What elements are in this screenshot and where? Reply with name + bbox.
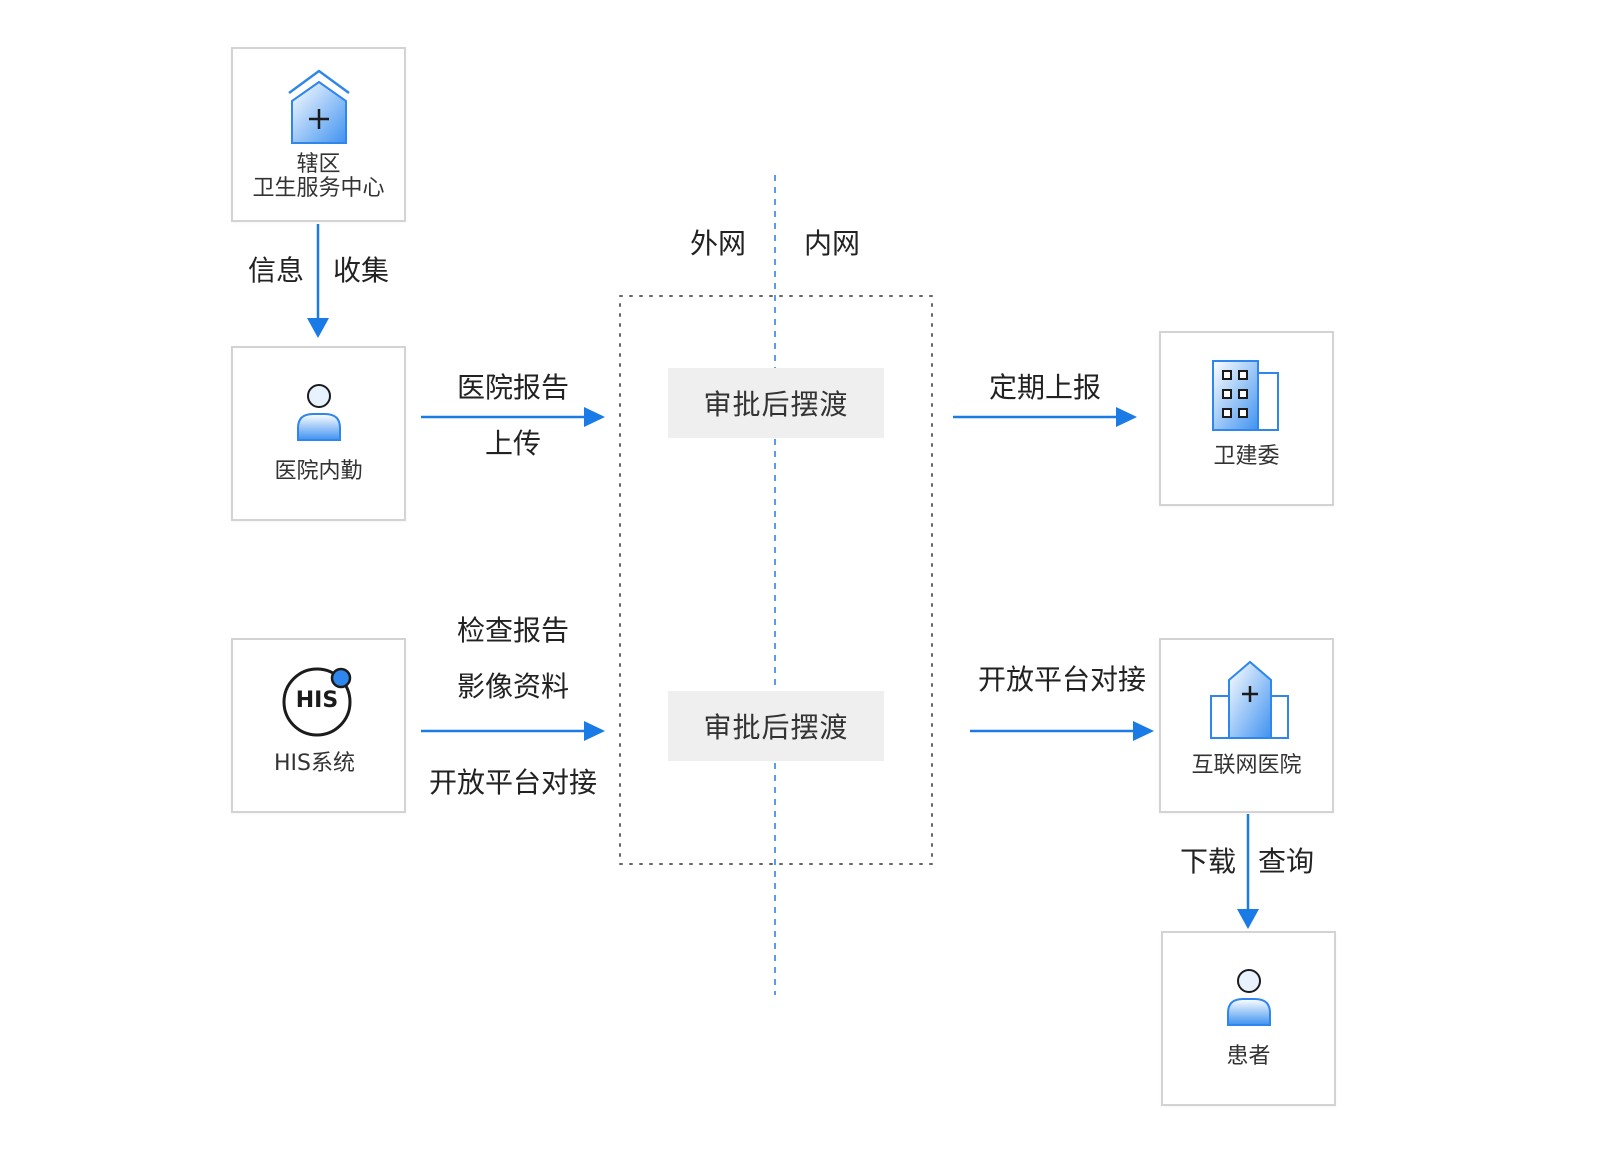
node-label-internet-hospital: 互联网医院 [1191, 753, 1302, 778]
node-label-district-line1: 辖区 [296, 152, 341, 177]
flow-label-query: 查询 [1258, 845, 1315, 878]
node-health-commission: 卫建委 [1159, 331, 1334, 506]
flow-label-collect-right: 收集 [333, 254, 390, 287]
flow-label-exam-report: 检查报告 [456, 614, 570, 647]
node-patient: 患者 [1161, 931, 1336, 1106]
node-hospital-logistics: 医院内勤 [231, 346, 406, 521]
office-building-icon [1212, 360, 1279, 431]
arrow-periodic-report-head [1116, 407, 1137, 427]
zone-label-internal: 内网 [804, 227, 861, 260]
zone-label-external: 外网 [690, 227, 747, 260]
ferry-box-top: 审批后摆渡 [668, 368, 884, 438]
node-label-hospital-logistics: 医院内勤 [274, 459, 363, 484]
flow-label-download: 下载 [1180, 845, 1237, 878]
his-badge-text: HIS [295, 688, 339, 713]
node-district-health-center: 辖区 卫生服务中心 [231, 47, 406, 222]
hospital-building-icon [1210, 660, 1289, 739]
node-label-district-line2: 卫生服务中心 [252, 176, 385, 201]
flow-label-open-platform-right: 开放平台对接 [977, 663, 1147, 696]
flow-label-periodic-report: 定期上报 [988, 371, 1102, 404]
arrow-download-query-head [1237, 909, 1259, 929]
person-icon [297, 384, 341, 441]
person-icon [1227, 969, 1271, 1026]
node-his-system: HIS HIS系统 [231, 638, 406, 813]
flow-label-report-upload-line2: 上传 [484, 427, 542, 460]
arrow-report-upload-head [584, 407, 605, 427]
hospital-house-icon [288, 69, 350, 144]
node-internet-hospital: 互联网医院 [1159, 638, 1334, 813]
arrow-his-upload-head [584, 721, 605, 741]
arrow-collect-head [307, 318, 329, 338]
node-label-his-system: HIS系统 [274, 751, 355, 776]
his-badge-icon [282, 667, 352, 737]
flow-label-collect-left: 信息 [248, 254, 305, 287]
flow-label-imaging-data: 影像资料 [456, 670, 570, 703]
node-label-patient: 患者 [1226, 1044, 1271, 1069]
node-label-health-commission: 卫建委 [1213, 444, 1280, 469]
flow-label-report-upload-line1: 医院报告 [456, 371, 570, 404]
arrow-open-platform-head [1133, 721, 1154, 741]
flow-label-open-platform-left: 开放平台对接 [428, 766, 598, 799]
ferry-box-bottom: 审批后摆渡 [668, 691, 884, 761]
